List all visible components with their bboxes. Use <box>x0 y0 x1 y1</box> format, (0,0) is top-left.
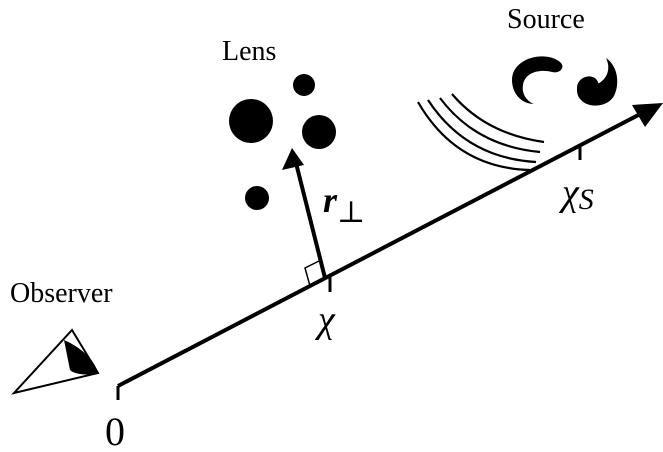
chi-s-subscript: S <box>579 183 594 216</box>
lens-label: Lens <box>222 36 276 67</box>
line-of-sight-axis <box>116 103 663 400</box>
r-perp-label: r⊥ <box>323 180 365 229</box>
axis-arrowhead-icon <box>632 103 663 127</box>
lens-clump-large <box>229 99 273 143</box>
lens-clump-small-top <box>293 74 315 96</box>
r-perp-symbol: r <box>323 180 338 220</box>
lens-clump-small-bottom <box>245 186 269 210</box>
galaxy-source-icon <box>512 56 618 106</box>
right-angle-marker <box>304 259 322 287</box>
r-perp-arrowhead-icon <box>282 148 304 170</box>
lens-clumps <box>229 74 336 210</box>
source-label: Source <box>507 4 585 35</box>
chi-s-label: χS <box>558 172 594 216</box>
observer-label: Observer <box>10 278 113 309</box>
lens-clump-medium <box>302 115 336 149</box>
eye-icon <box>11 328 100 395</box>
r-perp-subscript: ⊥ <box>337 196 365 229</box>
chi-label: χ <box>314 299 336 341</box>
light-wavefront-arcs <box>417 93 545 172</box>
r-perp-vector <box>282 148 327 287</box>
chi-s-symbol: χ <box>558 172 580 214</box>
origin-label: 0 <box>105 409 125 452</box>
